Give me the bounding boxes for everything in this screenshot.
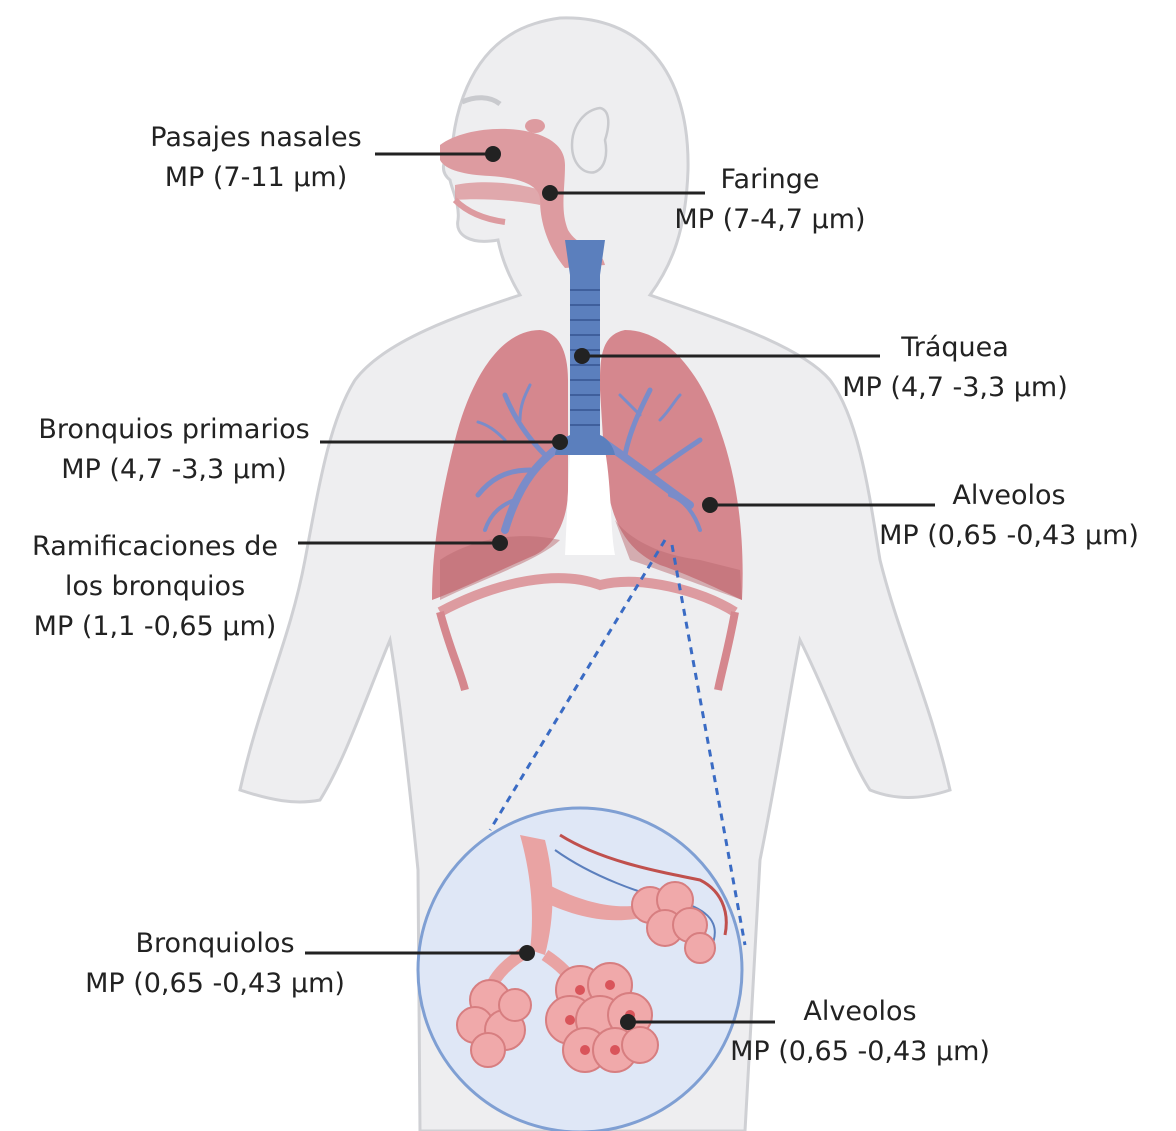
dot-ramificaciones <box>492 535 508 551</box>
label-bronquiolos: Bronquiolos MP (0,65 -0,43 µm) <box>60 924 370 1004</box>
label-alveolos-bottom: Alveolos MP (0,65 -0,43 µm) <box>708 992 1012 1072</box>
label-bronquios-primarios-mp: MP (4,7 -3,3 µm) <box>14 450 334 490</box>
dot-traquea <box>574 348 590 364</box>
label-pasajes-nasales-name: Pasajes nasales <box>140 118 372 158</box>
label-faringe: Faringe MP (7-4,7 µm) <box>650 160 890 240</box>
dot-pasajes-nasales <box>485 146 501 162</box>
label-alveolos-top-name: Alveolos <box>860 476 1158 516</box>
label-ramificaciones-line2: los bronquios <box>10 567 300 607</box>
sinus-node <box>525 119 545 133</box>
label-bronquios-primarios: Bronquios primarios MP (4,7 -3,3 µm) <box>14 410 334 490</box>
label-faringe-mp: MP (7-4,7 µm) <box>650 200 890 240</box>
label-bronquiolos-mp: MP (0,65 -0,43 µm) <box>60 964 370 1004</box>
label-ramificaciones: Ramificaciones de los bronquios MP (1,1 … <box>10 527 300 647</box>
dot-alveolos-top <box>702 497 718 513</box>
dot-bronquiolos <box>519 945 535 961</box>
label-bronquiolos-name: Bronquiolos <box>60 924 370 964</box>
dot-alveolos-bottom <box>620 1014 636 1030</box>
label-traquea: Tráquea MP (4,7 -3,3 µm) <box>815 328 1095 408</box>
dot-faringe <box>542 185 558 201</box>
dot-bronquios-primarios <box>552 434 568 450</box>
label-ramificaciones-line1: Ramificaciones de <box>10 527 300 567</box>
label-alveolos-bottom-mp: MP (0,65 -0,43 µm) <box>708 1032 1012 1072</box>
label-pasajes-nasales: Pasajes nasales MP (7-11 µm) <box>140 118 372 198</box>
label-alveolos-top-mp: MP (0,65 -0,43 µm) <box>860 516 1158 556</box>
label-bronquios-primarios-name: Bronquios primarios <box>14 410 334 450</box>
label-faringe-name: Faringe <box>650 160 890 200</box>
label-alveolos-top: Alveolos MP (0,65 -0,43 µm) <box>860 476 1158 556</box>
label-ramificaciones-mp: MP (1,1 -0,65 µm) <box>10 607 300 647</box>
label-alveolos-bottom-name: Alveolos <box>708 992 1012 1032</box>
label-traquea-name: Tráquea <box>815 328 1095 368</box>
label-pasajes-nasales-mp: MP (7-11 µm) <box>140 158 372 198</box>
label-traquea-mp: MP (4,7 -3,3 µm) <box>815 368 1095 408</box>
